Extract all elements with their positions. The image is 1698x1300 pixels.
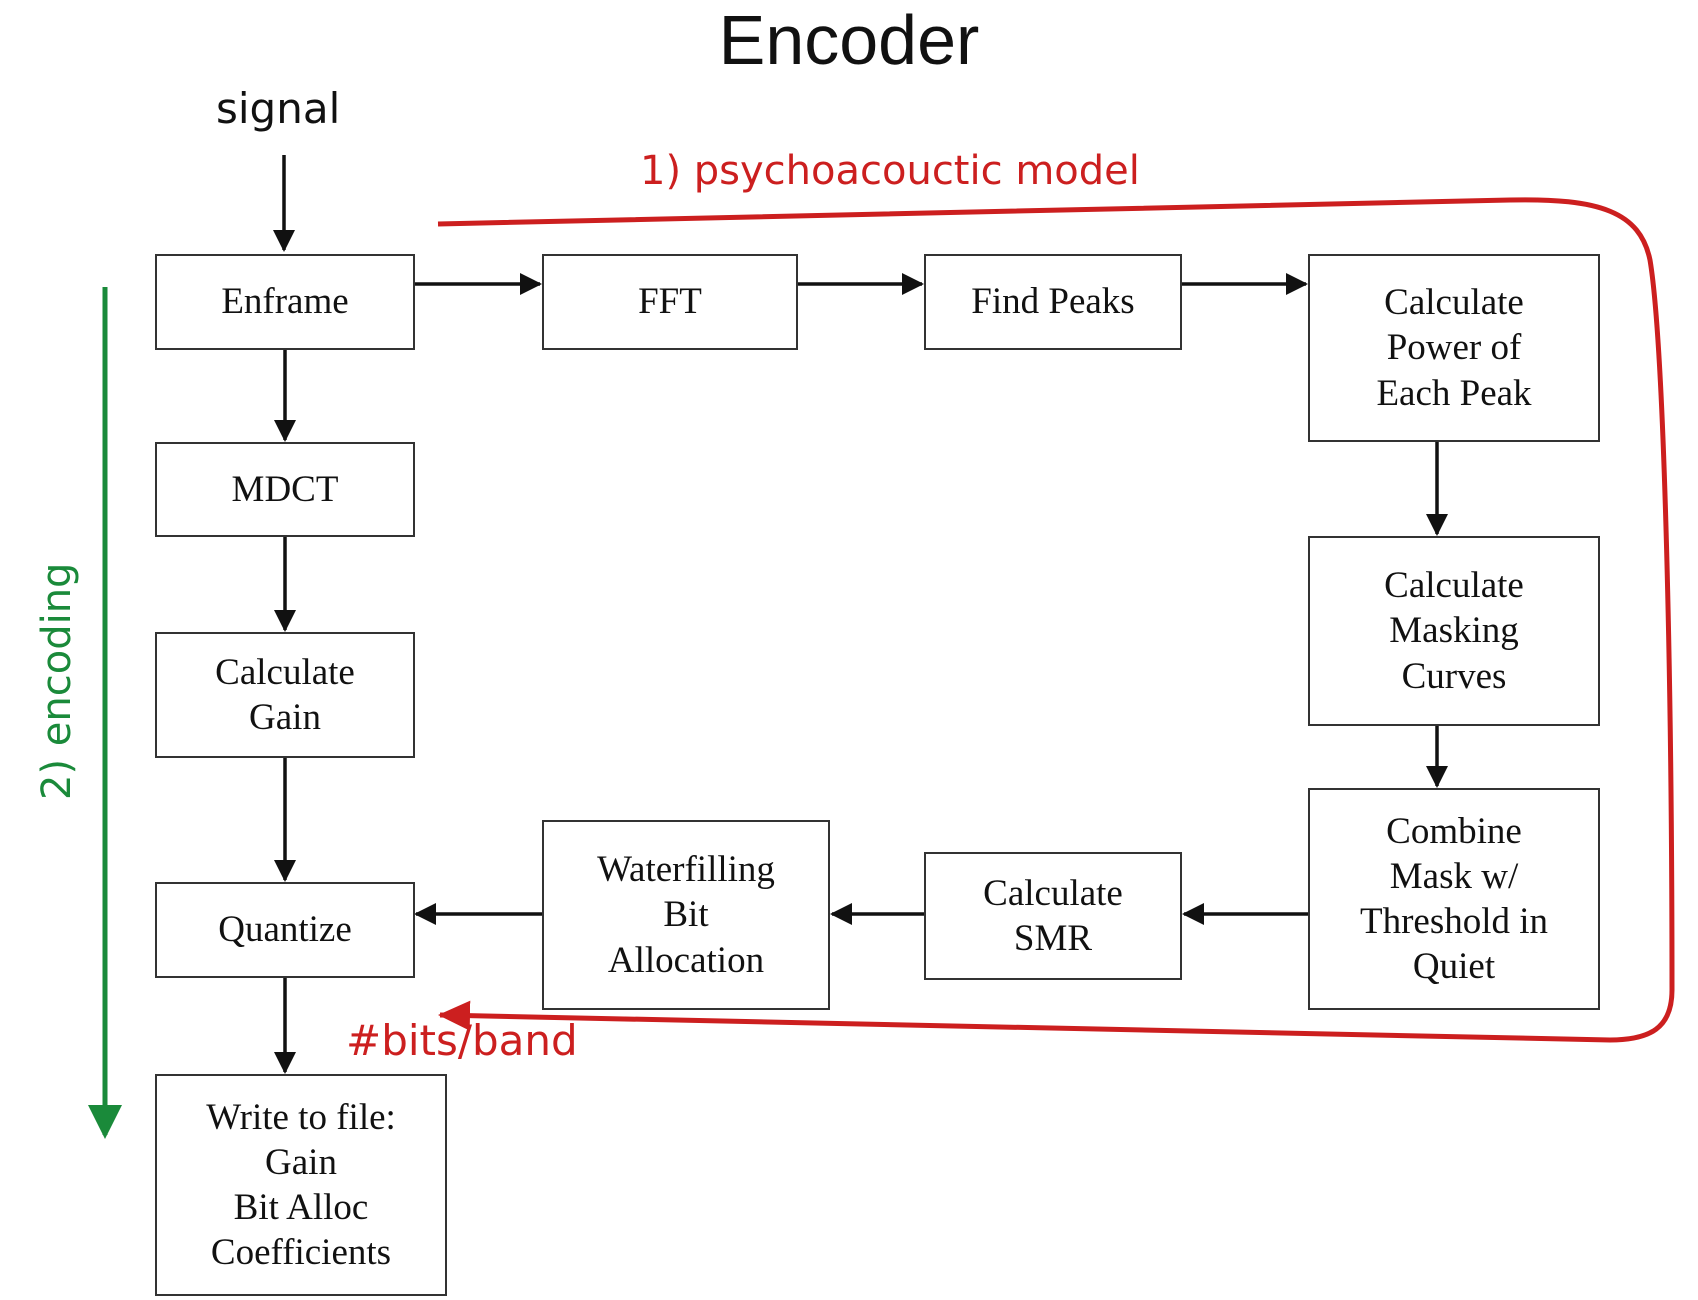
- fft-label: FFT: [638, 281, 702, 323]
- mdct-label: MDCT: [231, 468, 339, 510]
- mdct-block: MDCT: [155, 442, 415, 537]
- combine-mask-block: Combine Mask w/ Threshold in Quiet: [1308, 788, 1600, 1010]
- write-to-file-label: Write to file: Gain Bit Alloc Coefficien…: [206, 1096, 396, 1274]
- waterfilling-block: Waterfilling Bit Allocation: [542, 820, 830, 1010]
- calculate-gain-block: Calculate Gain: [155, 632, 415, 758]
- waterfilling-label: Waterfilling Bit Allocation: [597, 849, 775, 981]
- enframe-label: Enframe: [221, 281, 349, 323]
- calculate-masking-label: Calculate Masking Curves: [1384, 565, 1524, 697]
- find-peaks-label: Find Peaks: [971, 281, 1135, 323]
- quantize-label: Quantize: [218, 909, 352, 951]
- enframe-block: Enframe: [155, 254, 415, 350]
- calculate-masking-block: Calculate Masking Curves: [1308, 536, 1600, 726]
- diagram-title: Encoder: [718, 1, 980, 79]
- fft-block: FFT: [542, 254, 798, 350]
- signal-input-label: signal: [216, 84, 341, 133]
- combine-mask-label: Combine Mask w/ Threshold in Quiet: [1359, 810, 1549, 988]
- calculate-smr-label: Calculate SMR: [983, 872, 1123, 959]
- calculate-gain-label: Calculate Gain: [215, 651, 355, 738]
- quantize-block: Quantize: [155, 882, 415, 978]
- calculate-power-block: Calculate Power of Each Peak: [1308, 254, 1600, 442]
- write-to-file-block: Write to file: Gain Bit Alloc Coefficien…: [155, 1074, 447, 1296]
- calculate-power-label: Calculate Power of Each Peak: [1376, 282, 1532, 414]
- calculate-smr-block: Calculate SMR: [924, 852, 1182, 980]
- find-peaks-block: Find Peaks: [924, 254, 1182, 350]
- psychoacoustic-model-label: 1) psychoacouctic model: [640, 148, 1140, 194]
